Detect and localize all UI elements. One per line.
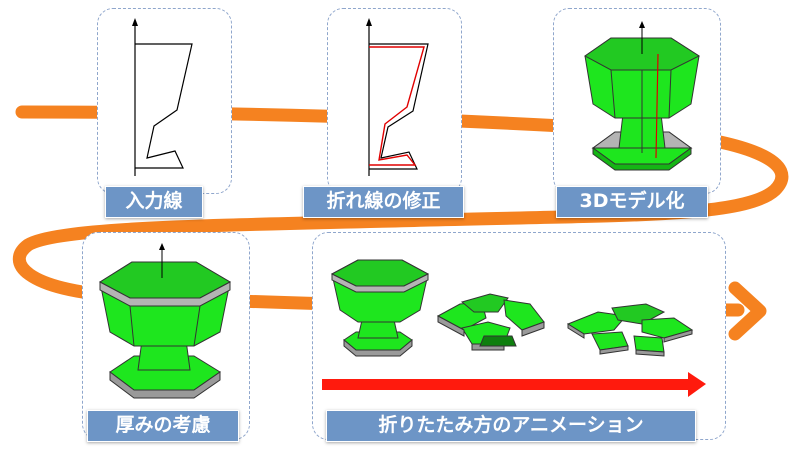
label-input-line: 入力線 [105, 186, 203, 218]
label-folding-animation: 折りたたみ方のアニメーション [326, 410, 696, 442]
panel-input-line [97, 8, 232, 194]
fold-frame-2 [436, 293, 545, 351]
label-3d-model: 3Dモデル化 [556, 186, 708, 218]
fold-frame-3 [566, 303, 694, 357]
folding-animation-figure [322, 259, 706, 397]
progress-arrow [322, 372, 706, 397]
fold-frame-1 [330, 259, 430, 357]
label-thickness: 厚みの考慮 [87, 410, 239, 442]
label-polyline-correction: 折れ線の修正 [303, 186, 464, 218]
3d-model-figure [584, 21, 701, 171]
corrected-polyline-figure [366, 18, 429, 176]
thick-model-figure [99, 243, 232, 399]
input-polyline-figure [132, 18, 193, 176]
